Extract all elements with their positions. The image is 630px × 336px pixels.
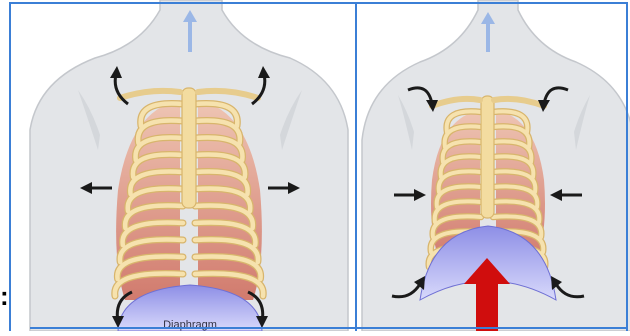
- diaphragm-label: Diaphragm: [163, 319, 217, 331]
- frame-divider: [355, 2, 357, 331]
- frame-top: [9, 2, 628, 4]
- stray-colon: :: [0, 283, 9, 309]
- exhalation-panel: [362, 0, 630, 331]
- red-up-arrow-shaft: [476, 282, 498, 331]
- left-sternum: [182, 88, 196, 208]
- right-sternum: [481, 96, 494, 218]
- frame-right: [626, 2, 628, 331]
- inhalation-panel: Diaphragm: [30, 0, 348, 331]
- frame-left: [9, 2, 11, 331]
- frame-bottom: [30, 327, 628, 329]
